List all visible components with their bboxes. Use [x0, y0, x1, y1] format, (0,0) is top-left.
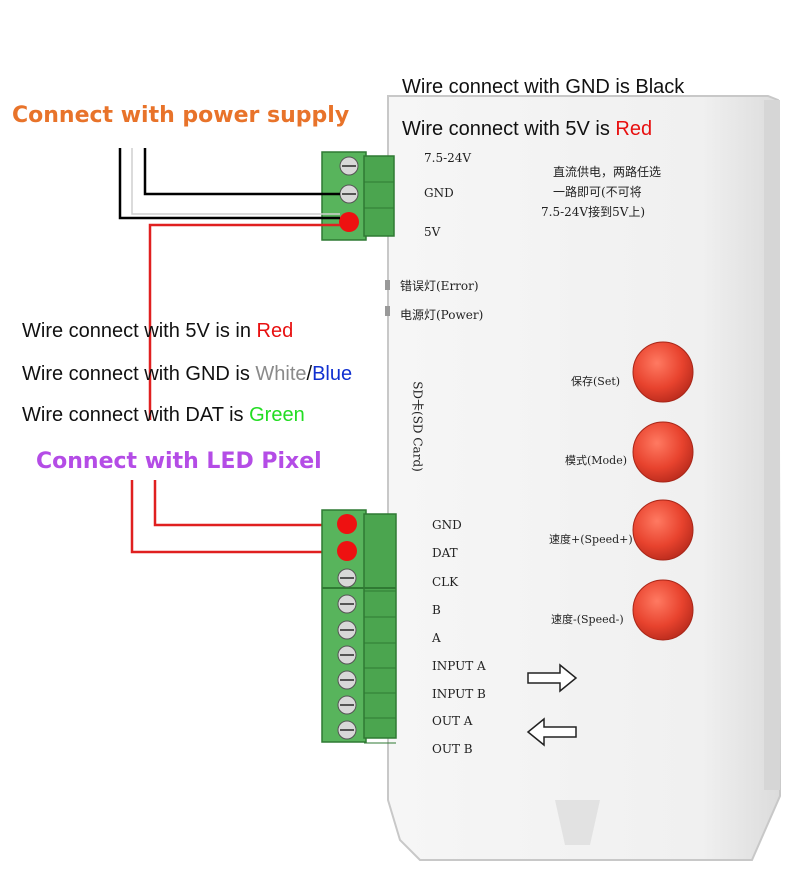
- label-power-led: 电源灯(Power): [400, 308, 484, 322]
- label-out-dat: DAT: [432, 546, 458, 560]
- note-gnd-black: Wire connect with GND is Black: [402, 76, 685, 98]
- speed-down-button[interactable]: [632, 579, 694, 641]
- power-note-line-2: 一路即可(不可将: [553, 185, 642, 199]
- wire-red-gnd: [153, 480, 338, 527]
- controller-body-edge: [764, 100, 780, 790]
- label-speed-down-button: 速度-(Speed-): [551, 613, 624, 626]
- arrow-left-icon: [526, 717, 577, 747]
- label-error-led: 错误灯(Error): [400, 279, 479, 293]
- label-out-clk: CLK: [432, 575, 459, 589]
- wire-black-gnd: [143, 148, 340, 196]
- label-speed-up-button: 速度+(Speed+): [549, 533, 633, 546]
- screw-gnd-red: [337, 514, 357, 534]
- note-wire-dat: Wire connect with DAT is Green: [22, 404, 305, 426]
- mode-button[interactable]: [632, 421, 694, 483]
- power-note-line-1: 直流供电，两路任选: [553, 165, 662, 179]
- label-out-b2: OUT B: [432, 742, 473, 756]
- label-sd-card: SD卡(SD Card): [410, 381, 425, 472]
- note-wire-5v: Wire connect with 5V is in Red: [22, 320, 294, 342]
- wire-red-dat: [130, 480, 338, 554]
- controller-body: [387, 95, 782, 861]
- wire-red-link: [148, 223, 340, 420]
- label-set-button: 保存(Set): [571, 375, 621, 388]
- label-input-a: INPUT A: [432, 659, 486, 673]
- label-out-a2: OUT A: [432, 714, 473, 728]
- label-power-gnd: GND: [424, 186, 454, 200]
- label-out-a: A: [432, 631, 441, 645]
- power-note-line-3: 7.5-24V接到5V上): [541, 205, 646, 219]
- screw-dat-red: [337, 541, 357, 561]
- error-led: [385, 280, 390, 290]
- speed-up-button[interactable]: [632, 499, 694, 561]
- label-out-gnd: GND: [432, 518, 462, 532]
- power-supply-heading: Connect with power supply: [12, 103, 350, 128]
- note-5v-red: Wire connect with 5V is Red: [402, 118, 653, 140]
- led-terminal-block: [321, 509, 397, 744]
- label-voltage-range: 7.5-24V: [424, 151, 472, 165]
- wire-black-5v: [118, 148, 340, 220]
- label-out-b: B: [432, 603, 441, 617]
- controller-bottom-foot: [555, 800, 600, 845]
- label-mode-button: 模式(Mode): [565, 454, 628, 467]
- power-led: [385, 306, 390, 316]
- screw-5v-red: [339, 212, 359, 232]
- label-power-5v: 5V: [424, 225, 441, 239]
- wire-white-5v: [131, 148, 340, 215]
- note-wire-gnd: Wire connect with GND is White/Blue: [22, 363, 353, 385]
- arrow-right-icon: [527, 663, 578, 693]
- power-terminal-block: [321, 151, 395, 241]
- set-button[interactable]: [632, 341, 694, 403]
- label-input-b: INPUT B: [432, 687, 486, 701]
- led-pixel-heading: Connect with LED Pixel: [36, 449, 322, 474]
